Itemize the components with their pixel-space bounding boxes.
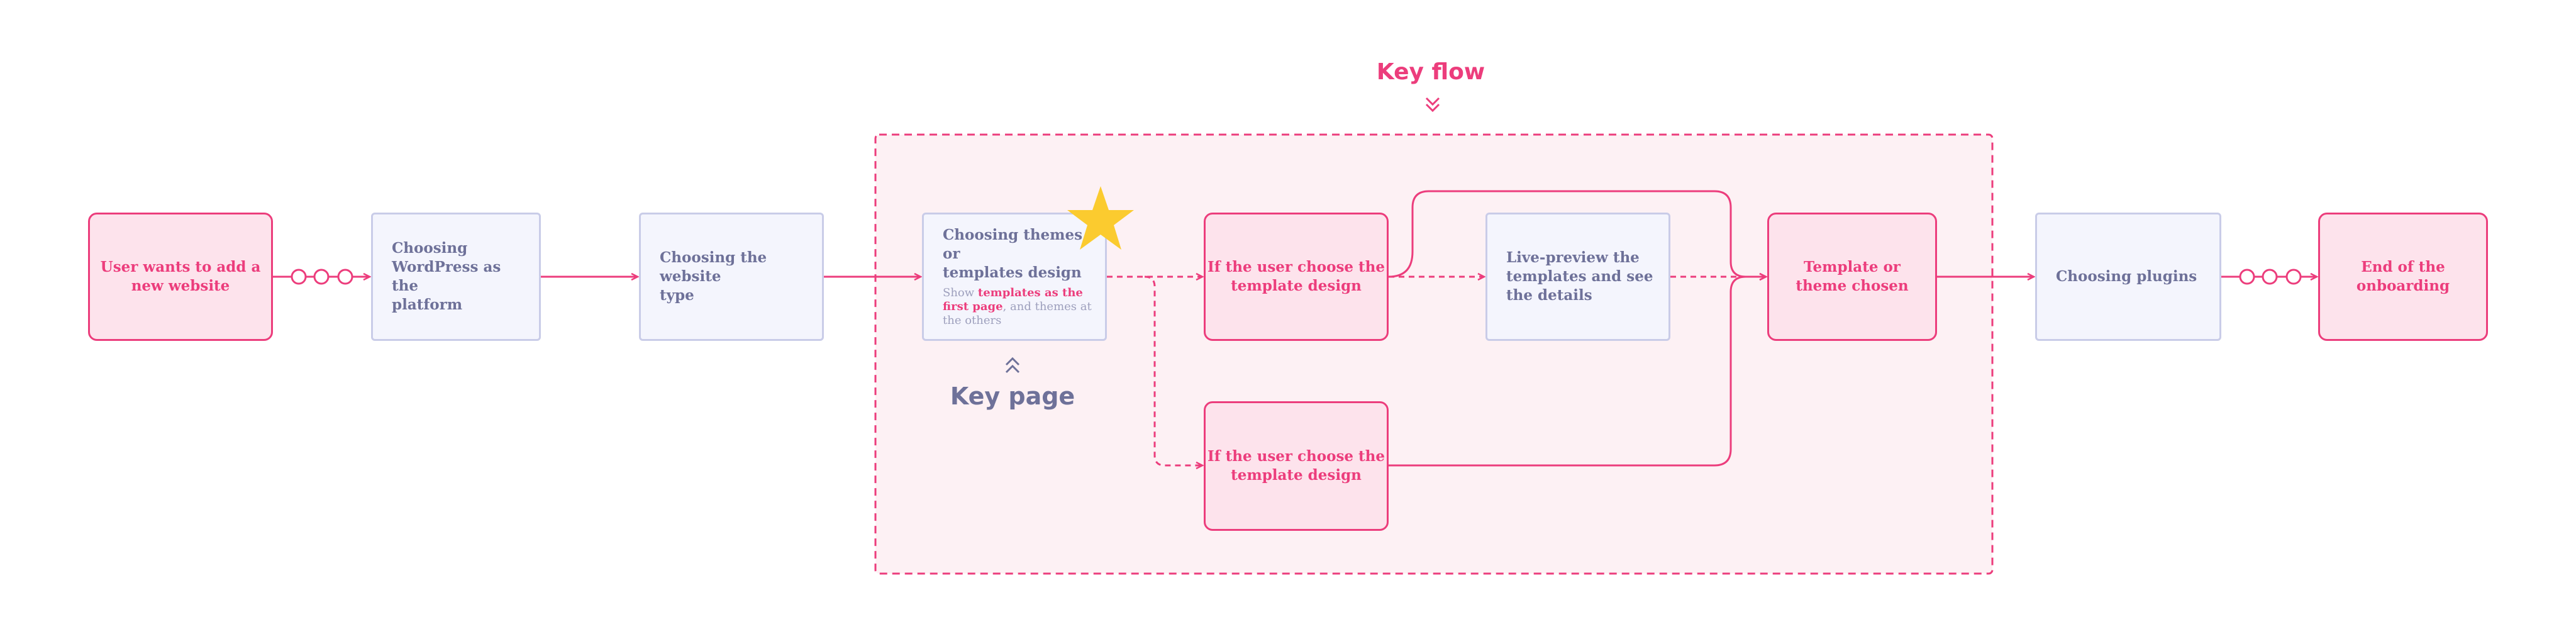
connector-plugins-to-end (2221, 269, 2317, 285)
connector-if-top-to-chosen (1388, 190, 1766, 277)
node-if-template-bottom[interactable]: If the user choose the template design (1204, 401, 1389, 531)
node-choosing-website-type[interactable]: Choosing the website type (639, 213, 824, 341)
node-choosing-themes[interactable]: Choosing themes or templates design Show… (922, 213, 1107, 341)
node-end-onboarding[interactable]: End of the onboarding (2318, 213, 2488, 341)
double-chevron-down-icon (1425, 97, 1440, 113)
connector-user-to-wordpress (273, 269, 370, 285)
node-sublabel: Show templates as the first page, and th… (943, 286, 1092, 327)
node-label: Choosing the website type (660, 249, 767, 304)
node-label: Choosing themes or templates design (943, 226, 1083, 281)
node-label: Choosing plugins (2056, 268, 2197, 285)
connector-themes-to-if-bottom (1144, 275, 1202, 465)
node-choosing-wordpress[interactable]: Choosing WordPress as the platform (371, 213, 541, 341)
node-label: User wants to add a new website (100, 258, 261, 294)
node-template-chosen[interactable]: Template or theme chosen (1767, 213, 1937, 341)
key-flow-region (874, 133, 1994, 575)
star-icon (1067, 186, 1134, 250)
node-label: Choosing WordPress as the platform (392, 240, 501, 313)
node-label: Live-preview the templates and see the d… (1506, 249, 1653, 304)
highlight-text: templates as the first page (943, 286, 1083, 313)
node-live-preview[interactable]: Live-preview the templates and see the d… (1485, 213, 1670, 341)
node-choosing-plugins[interactable]: Choosing plugins (2035, 213, 2221, 341)
node-label: If the user choose the template design (1207, 258, 1385, 294)
key-flow-label: Key flow (1376, 59, 1485, 85)
node-label: If the user choose the template design (1207, 448, 1385, 484)
key-page-label: Key page (950, 382, 1075, 410)
connector-if-bottom-to-chosen (1389, 277, 1766, 467)
node-user-wants-new-website[interactable]: User wants to add a new website (88, 213, 273, 341)
node-label: Template or theme chosen (1796, 258, 1909, 294)
node-label: End of the onboarding (2356, 258, 2450, 294)
node-if-template-top[interactable]: If the user choose the template design (1204, 213, 1389, 341)
double-chevron-up-icon (1005, 357, 1020, 374)
